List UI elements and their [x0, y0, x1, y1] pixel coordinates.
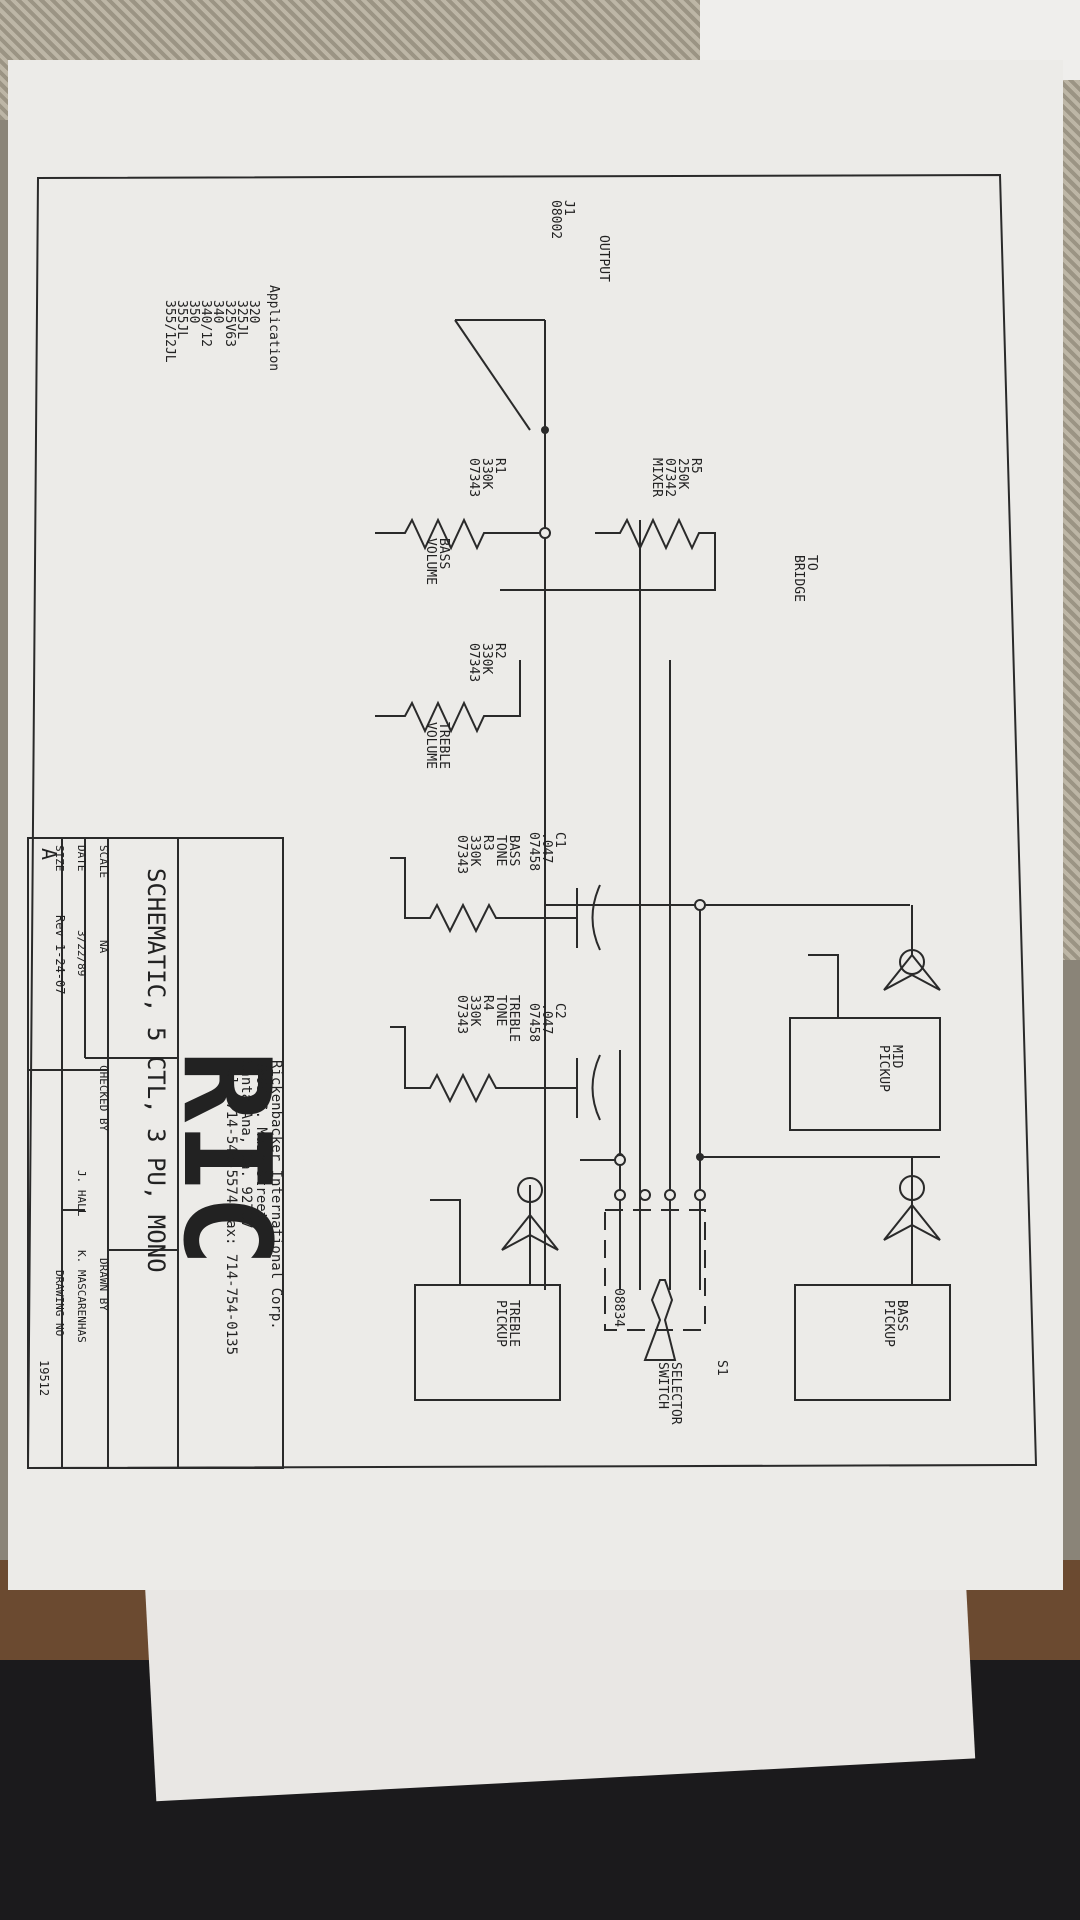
- switch-name: SWITCH: [655, 1362, 670, 1409]
- checked-by-value: J. HALL: [75, 1170, 88, 1217]
- r5-name: MIXER: [649, 458, 664, 497]
- switch-name: SELECTOR: [668, 1362, 683, 1425]
- r1-ref: R1: [492, 458, 507, 474]
- c2-ref: C2: [552, 1003, 567, 1019]
- r1-zigzag: [375, 517, 545, 551]
- mid-pickup-box: [789, 1017, 941, 1131]
- to-bridge-label: BRIDGE: [791, 555, 806, 602]
- junction-c2: [614, 1154, 626, 1166]
- company-phone: Tel: 714-545-5574 Fax: 714-754-0135: [223, 1060, 239, 1355]
- r3-part: 07343: [454, 835, 469, 874]
- drawing-no-value: 19512: [37, 1360, 51, 1396]
- drawing-border: [26, 173, 1038, 1470]
- application-item: 355JL: [174, 300, 189, 339]
- treble-pickup-label: TREBLE: [506, 1300, 521, 1347]
- output-ref: J1: [561, 200, 576, 216]
- to-bridge-label: TO: [804, 555, 819, 571]
- application-item: 320: [246, 300, 261, 323]
- r4-name: TONE: [493, 995, 508, 1026]
- scale-value: NA: [97, 940, 110, 954]
- switch-ref: S1: [714, 1360, 729, 1376]
- r5-part: 07342: [662, 458, 677, 497]
- c1-part: 07458: [526, 832, 541, 871]
- company-address: 3895 S. Main Street: [253, 1060, 269, 1220]
- application-heading: Application: [266, 285, 281, 371]
- mid-pickup-label: PICKUP: [876, 1045, 891, 1092]
- c2-part: 07458: [526, 1003, 541, 1042]
- r2-zigzag: [375, 660, 521, 734]
- application-item: 340/12: [198, 300, 213, 347]
- bass-pickup-box: [794, 1284, 951, 1401]
- bass-pickup-label: PICKUP: [881, 1300, 896, 1347]
- size-value: A: [37, 848, 61, 860]
- size-label: SIZE: [53, 845, 66, 872]
- c1-value: .047: [539, 832, 554, 863]
- r1-part: 07343: [466, 458, 481, 497]
- checked-by-label: CHECKED BY: [97, 1065, 110, 1132]
- selector-switch-frame: [604, 1209, 706, 1331]
- r1-name: VOLUME: [423, 538, 438, 585]
- junction-c1: [694, 899, 706, 911]
- output-label: OUTPUT: [596, 235, 611, 282]
- treble-pickup-label: PICKUP: [493, 1300, 508, 1347]
- application-item: 325V63: [222, 300, 237, 347]
- r4-part: 07343: [454, 995, 469, 1034]
- drawing-title: SCHEMATIC, 5 CTL, 3 PU, MONO: [142, 868, 170, 1273]
- treble-pickup-box: [414, 1284, 561, 1401]
- drawing-no-label: DRAWING NO: [53, 1270, 66, 1336]
- application-item: 350: [186, 300, 201, 323]
- r4-name: TREBLE: [506, 995, 521, 1042]
- application-item: 325JL: [234, 300, 249, 339]
- output-part: 08002: [548, 200, 563, 239]
- selector-switch-lever: [643, 1279, 677, 1361]
- r2-value: 330K: [479, 643, 494, 674]
- r1-name: BASS: [436, 538, 451, 569]
- r2-ref: R2: [492, 643, 507, 659]
- r4-zigzag: [390, 1026, 577, 1104]
- revision: Rev 1-24-07: [53, 915, 67, 994]
- r4-ref: R4: [480, 995, 495, 1011]
- mid-pickup-label: MID: [889, 1045, 904, 1069]
- r5-value: 250K: [675, 458, 690, 489]
- r3-name: TONE: [493, 835, 508, 866]
- junction-r1: [539, 527, 551, 539]
- c2-value: .047: [539, 1003, 554, 1034]
- r4-value: 330K: [467, 995, 482, 1026]
- application-item: 355/12JL: [162, 300, 177, 363]
- ric-logo: RIC: [156, 1050, 295, 1267]
- c1-plate: [591, 884, 601, 951]
- c1-ref: C1: [552, 832, 567, 848]
- r3-zigzag: [390, 857, 577, 934]
- company-city: Santa Ana, Ca. 92707: [238, 1060, 254, 1229]
- company-name: Rickenbacker International Corp.: [268, 1060, 284, 1330]
- scale-label: SCALE: [97, 845, 110, 878]
- r3-name: BASS: [506, 835, 521, 866]
- r3-value: 330K: [467, 835, 482, 866]
- title-block: [27, 837, 284, 1469]
- r5-ref: R5: [688, 458, 703, 474]
- r1-value: 330K: [479, 458, 494, 489]
- r2-name: TREBLE: [436, 722, 451, 769]
- r2-name: VOLUME: [423, 722, 438, 769]
- bass-pickup-label: BASS: [894, 1300, 909, 1331]
- drawn-by-label: DRAWN BY: [97, 1258, 110, 1311]
- r3-ref: R3: [480, 835, 495, 851]
- date-value: 3/22/89: [75, 930, 88, 976]
- r2-part: 07343: [466, 643, 481, 682]
- c2-plate: [591, 1054, 601, 1121]
- application-item: 340: [210, 300, 225, 323]
- switch-part: 08834: [611, 1288, 626, 1327]
- schematic-sheet: [8, 60, 1063, 1590]
- drawn-by-value: K. MASCARENHAS: [75, 1250, 88, 1343]
- date-label: DATE: [75, 845, 88, 872]
- r5-zigzag: [500, 517, 716, 591]
